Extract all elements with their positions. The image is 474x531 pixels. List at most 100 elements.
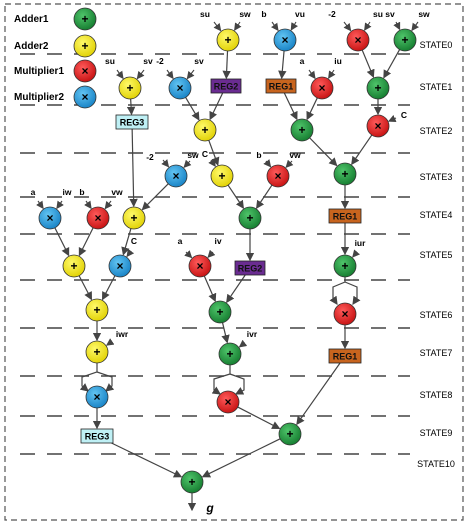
svg-text:+: + [401, 33, 408, 47]
input-label-s5c: a [178, 236, 183, 246]
input-label-s5b: C [131, 236, 137, 246]
svg-text:×: × [374, 119, 381, 133]
input-label-s1b: sv [194, 56, 204, 66]
legend-symbol-adder1-icon: + [73, 7, 97, 31]
state-label-state10: STATE10 [417, 459, 455, 469]
op-node-s3d: + [333, 162, 357, 186]
svg-text:+: + [188, 475, 195, 489]
legend-label: Multiplier2 [14, 92, 64, 103]
svg-text:+: + [224, 33, 231, 47]
legend-symbol-multiplier2-icon: × [73, 85, 97, 109]
op-node-s1c: × [310, 76, 334, 100]
op-node-s3a: × [164, 164, 188, 188]
svg-text:×: × [341, 307, 348, 321]
input-label-s7a: iwr [116, 329, 129, 339]
svg-text:×: × [274, 169, 281, 183]
register-reg1_mid: REG1 [328, 208, 362, 224]
op-node-s8a: × [85, 385, 109, 409]
svg-text:+: + [374, 81, 381, 95]
op-node-s1d: + [366, 76, 390, 100]
svg-text:+: + [246, 211, 253, 225]
input-label-s5c: iv [214, 236, 221, 246]
input-label-s0a: su [200, 9, 210, 19]
op-node-s8b: × [216, 390, 240, 414]
svg-text:×: × [93, 390, 100, 404]
legend-label: Adder1 [14, 14, 49, 25]
register-reg3_left: REG3 [115, 114, 149, 130]
state-label-state9: STATE9 [420, 428, 453, 438]
op-node-s2c: × [366, 114, 390, 138]
op-node-s7b: + [218, 342, 242, 366]
input-label-s1b: -2 [156, 56, 164, 66]
svg-text:+: + [341, 167, 348, 181]
input-label-s3c: vw [289, 150, 301, 160]
svg-text:+: + [81, 39, 88, 53]
op-node-s7a: + [85, 340, 109, 364]
input-label-s4a: a [31, 187, 36, 197]
op-node-s5b: × [108, 254, 132, 278]
svg-text:+: + [286, 427, 293, 441]
svg-text:×: × [94, 211, 101, 225]
svg-text:×: × [116, 259, 123, 273]
op-node-s1a: + [118, 76, 142, 100]
op-node-s0c: × [346, 28, 370, 52]
op-node-s9: + [278, 422, 302, 446]
outer-border [4, 3, 464, 521]
svg-text:REG3: REG3 [85, 432, 110, 442]
legend-label: Multiplier1 [14, 66, 64, 77]
svg-text:+: + [298, 123, 305, 137]
input-label-s0a: sw [239, 9, 251, 19]
op-node-s4d: + [238, 206, 262, 230]
svg-text:×: × [176, 81, 183, 95]
svg-text:+: + [341, 259, 348, 273]
svg-text:×: × [81, 90, 88, 104]
op-node-s6b: + [208, 300, 232, 324]
svg-text:+: + [216, 305, 223, 319]
op-node-s4c: + [122, 206, 146, 230]
svg-text:+: + [81, 12, 88, 26]
op-node-s0d: + [393, 28, 417, 52]
legend-symbol-adder2-icon: + [73, 34, 97, 58]
register-reg2_mid: REG2 [234, 260, 266, 276]
op-node-s1b: × [168, 76, 192, 100]
op-node-s4a: × [38, 206, 62, 230]
input-label-s2c: C [401, 110, 407, 120]
state-label-state6: STATE6 [420, 310, 453, 320]
input-label-s3b: C [202, 149, 208, 159]
input-label-s1c: a [300, 56, 305, 66]
input-label-s0c: -2 [328, 9, 336, 19]
op-node-s3b: + [210, 164, 234, 188]
op-node-s10: + [180, 470, 204, 494]
register-reg1_top: REG1 [265, 78, 297, 94]
legend-symbol-multiplier1-icon: × [73, 59, 97, 83]
svg-text:+: + [70, 259, 77, 273]
svg-text:REG2: REG2 [214, 82, 239, 92]
state-label-state4: STATE4 [420, 210, 453, 220]
svg-text:+: + [93, 303, 100, 317]
svg-text:REG2: REG2 [238, 264, 263, 274]
svg-text:+: + [93, 345, 100, 359]
edges [36, 21, 420, 512]
register-reg2_top: REG2 [210, 78, 242, 94]
input-label-s0d: sw [418, 9, 430, 19]
svg-text:×: × [81, 64, 88, 78]
op-node-s5a: + [62, 254, 86, 278]
state-label-state8: STATE8 [420, 390, 453, 400]
register-reg1_low: REG1 [328, 348, 362, 364]
legend-label: Adder2 [14, 41, 49, 52]
output-label-g: g [205, 501, 214, 515]
op-node-s2a: + [193, 118, 217, 142]
nodes: ++××+××++××+++××+×+××+++××+++×++××++REG2… [38, 7, 417, 494]
op-node-s5c: × [188, 254, 212, 278]
svg-text:+: + [226, 347, 233, 361]
state-label-state3: STATE3 [420, 172, 453, 182]
op-node-s0b: × [273, 28, 297, 52]
input-label-s0d: sv [385, 9, 395, 19]
svg-text:×: × [224, 395, 231, 409]
labels: Adder1Adder2Multiplier1Multiplier2STATE0… [14, 9, 455, 515]
state-label-state5: STATE5 [420, 250, 453, 260]
op-node-s6a: + [85, 298, 109, 322]
op-node-s0a: + [216, 28, 240, 52]
